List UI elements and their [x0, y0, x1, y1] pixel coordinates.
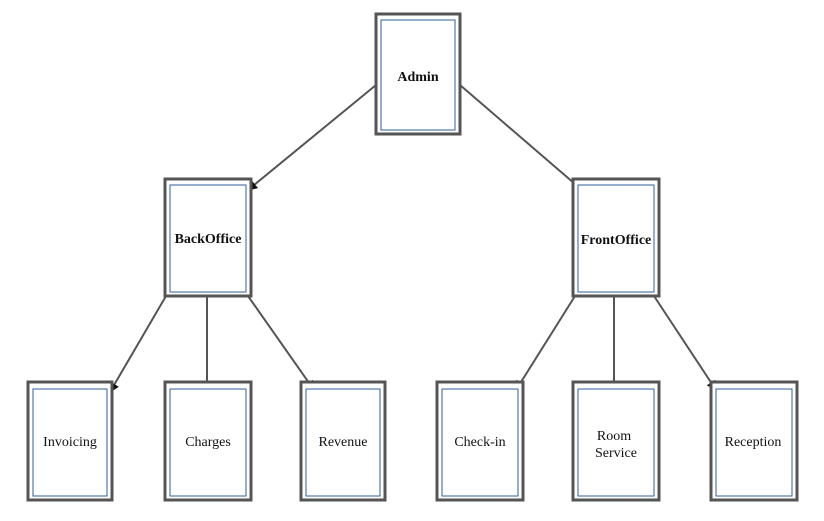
node-admin-label: Admin — [397, 70, 438, 85]
node-roomservice-label-line1: Room — [597, 429, 631, 444]
node-roomservice[interactable]: Room Service — [571, 380, 661, 502]
edge-backoffice-invoicing — [109, 295, 167, 393]
node-frontoffice[interactable]: FrontOffice — [571, 177, 661, 298]
node-charges-label: Charges — [185, 435, 231, 450]
node-charges[interactable]: Charges — [163, 380, 253, 502]
edge-frontoffice-reception — [653, 295, 717, 391]
node-backoffice-label: BackOffice — [175, 232, 242, 247]
node-frontoffice-label: FrontOffice — [581, 233, 652, 248]
node-revenue-label: Revenue — [319, 435, 368, 450]
node-backoffice[interactable]: BackOffice — [163, 177, 253, 298]
node-invoicing-label: Invoicing — [43, 435, 97, 450]
edge-admin-frontoffice — [459, 84, 583, 191]
node-admin[interactable]: Admin — [374, 12, 462, 136]
node-invoicing[interactable]: Invoicing — [26, 380, 114, 502]
edge-backoffice-revenue — [247, 295, 315, 391]
edge-admin-backoffice — [247, 84, 377, 191]
node-reception-label: Reception — [725, 435, 782, 450]
node-checkin-label: Check-in — [454, 435, 505, 450]
edges — [109, 84, 717, 393]
node-roomservice-label-line2: Service — [595, 446, 637, 461]
node-checkin[interactable]: Check-in — [435, 380, 525, 502]
node-reception[interactable]: Reception — [709, 380, 799, 502]
edge-frontoffice-checkin — [515, 295, 576, 391]
node-revenue[interactable]: Revenue — [299, 380, 387, 502]
